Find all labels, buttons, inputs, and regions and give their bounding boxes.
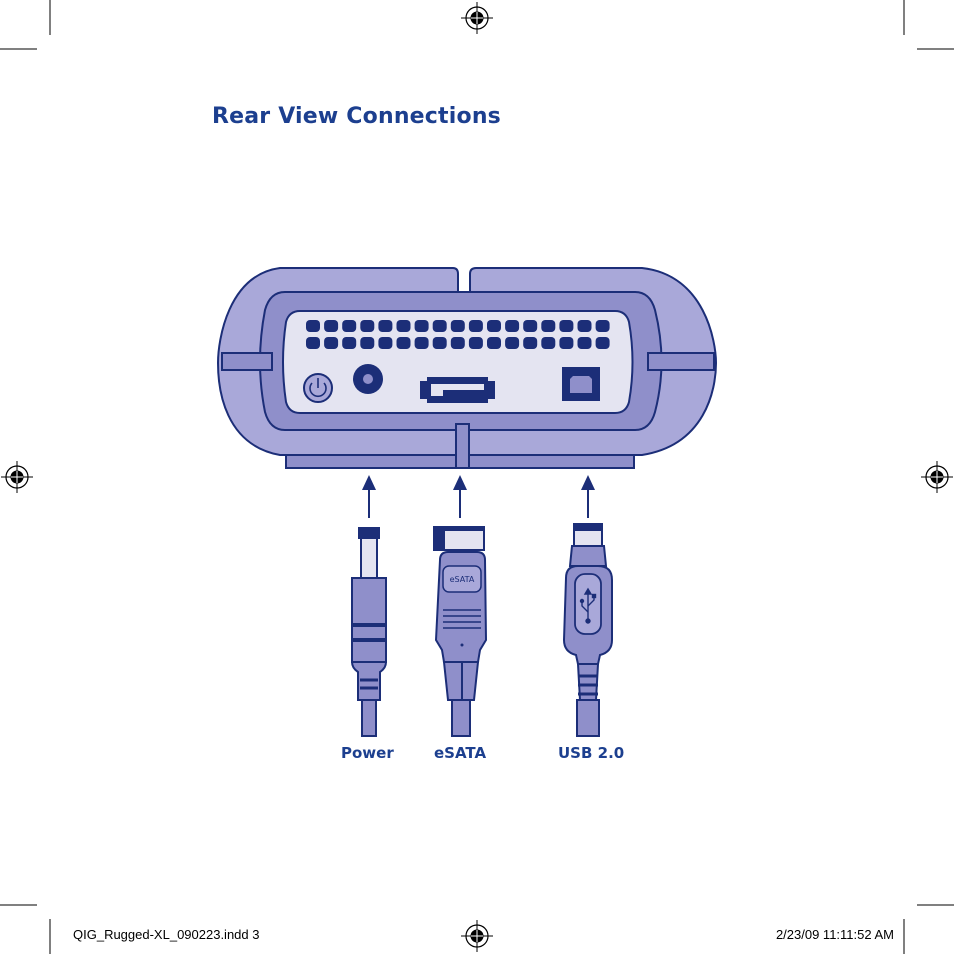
vent-hole xyxy=(342,320,357,332)
slug-timestamp: 2/23/09 11:11:52 AM xyxy=(775,927,894,942)
esata-label: eSATA xyxy=(434,744,487,762)
vent-hole xyxy=(541,320,556,332)
vent-hole xyxy=(306,337,320,349)
vent-hole xyxy=(450,337,465,349)
arrow-usb-icon xyxy=(581,475,595,518)
power-plug xyxy=(350,527,388,737)
vent-hole xyxy=(414,320,429,332)
vent-hole xyxy=(468,337,483,349)
power-port-icon xyxy=(353,364,383,394)
vent-hole xyxy=(306,320,320,332)
vent-hole xyxy=(523,337,538,349)
vent-hole xyxy=(577,337,592,349)
usb-symbol-icon xyxy=(579,587,597,624)
drive-rear-panel xyxy=(216,267,718,469)
vent-holes xyxy=(306,320,610,349)
vent-hole xyxy=(505,320,520,332)
vent-hole xyxy=(487,320,501,332)
usb-port-icon xyxy=(562,367,600,401)
esata-plug xyxy=(433,526,488,737)
vent-hole xyxy=(505,337,520,349)
vent-hole xyxy=(595,337,610,349)
arrow-power-icon xyxy=(362,475,376,518)
registration-mark-right xyxy=(921,461,953,493)
vent-hole xyxy=(396,320,411,332)
vent-hole xyxy=(559,320,574,332)
vent-hole xyxy=(450,320,465,332)
page-title: Rear View Connections xyxy=(212,104,501,129)
vent-hole xyxy=(432,320,447,332)
vent-hole xyxy=(595,320,610,332)
registration-mark-top xyxy=(461,2,493,34)
power-button-icon xyxy=(303,373,333,403)
arrow-esata-icon xyxy=(453,475,467,518)
vent-hole xyxy=(541,337,556,349)
vent-hole xyxy=(342,337,357,349)
vent-hole xyxy=(324,337,339,349)
vent-hole xyxy=(432,337,447,349)
esata-port-icon xyxy=(420,377,495,403)
esata-plug-label: eSATA xyxy=(450,575,475,584)
registration-mark-left xyxy=(1,461,33,493)
vent-hole xyxy=(360,320,375,332)
vent-hole xyxy=(396,337,411,349)
vent-hole xyxy=(559,337,574,349)
vent-hole xyxy=(414,337,429,349)
vent-hole xyxy=(487,337,501,349)
vent-hole xyxy=(378,337,393,349)
vent-hole xyxy=(324,320,339,332)
vent-hole xyxy=(577,320,592,332)
vent-hole xyxy=(360,337,375,349)
vent-hole xyxy=(523,320,538,332)
slug-filename: QIG_Rugged-XL_090223.indd 3 xyxy=(73,927,260,942)
usb-label: USB 2.0 xyxy=(558,744,625,762)
vent-hole xyxy=(468,320,483,332)
power-label: Power xyxy=(341,744,394,762)
vent-hole xyxy=(378,320,393,332)
usb-plug xyxy=(562,523,613,737)
registration-mark-bottom xyxy=(461,920,493,952)
